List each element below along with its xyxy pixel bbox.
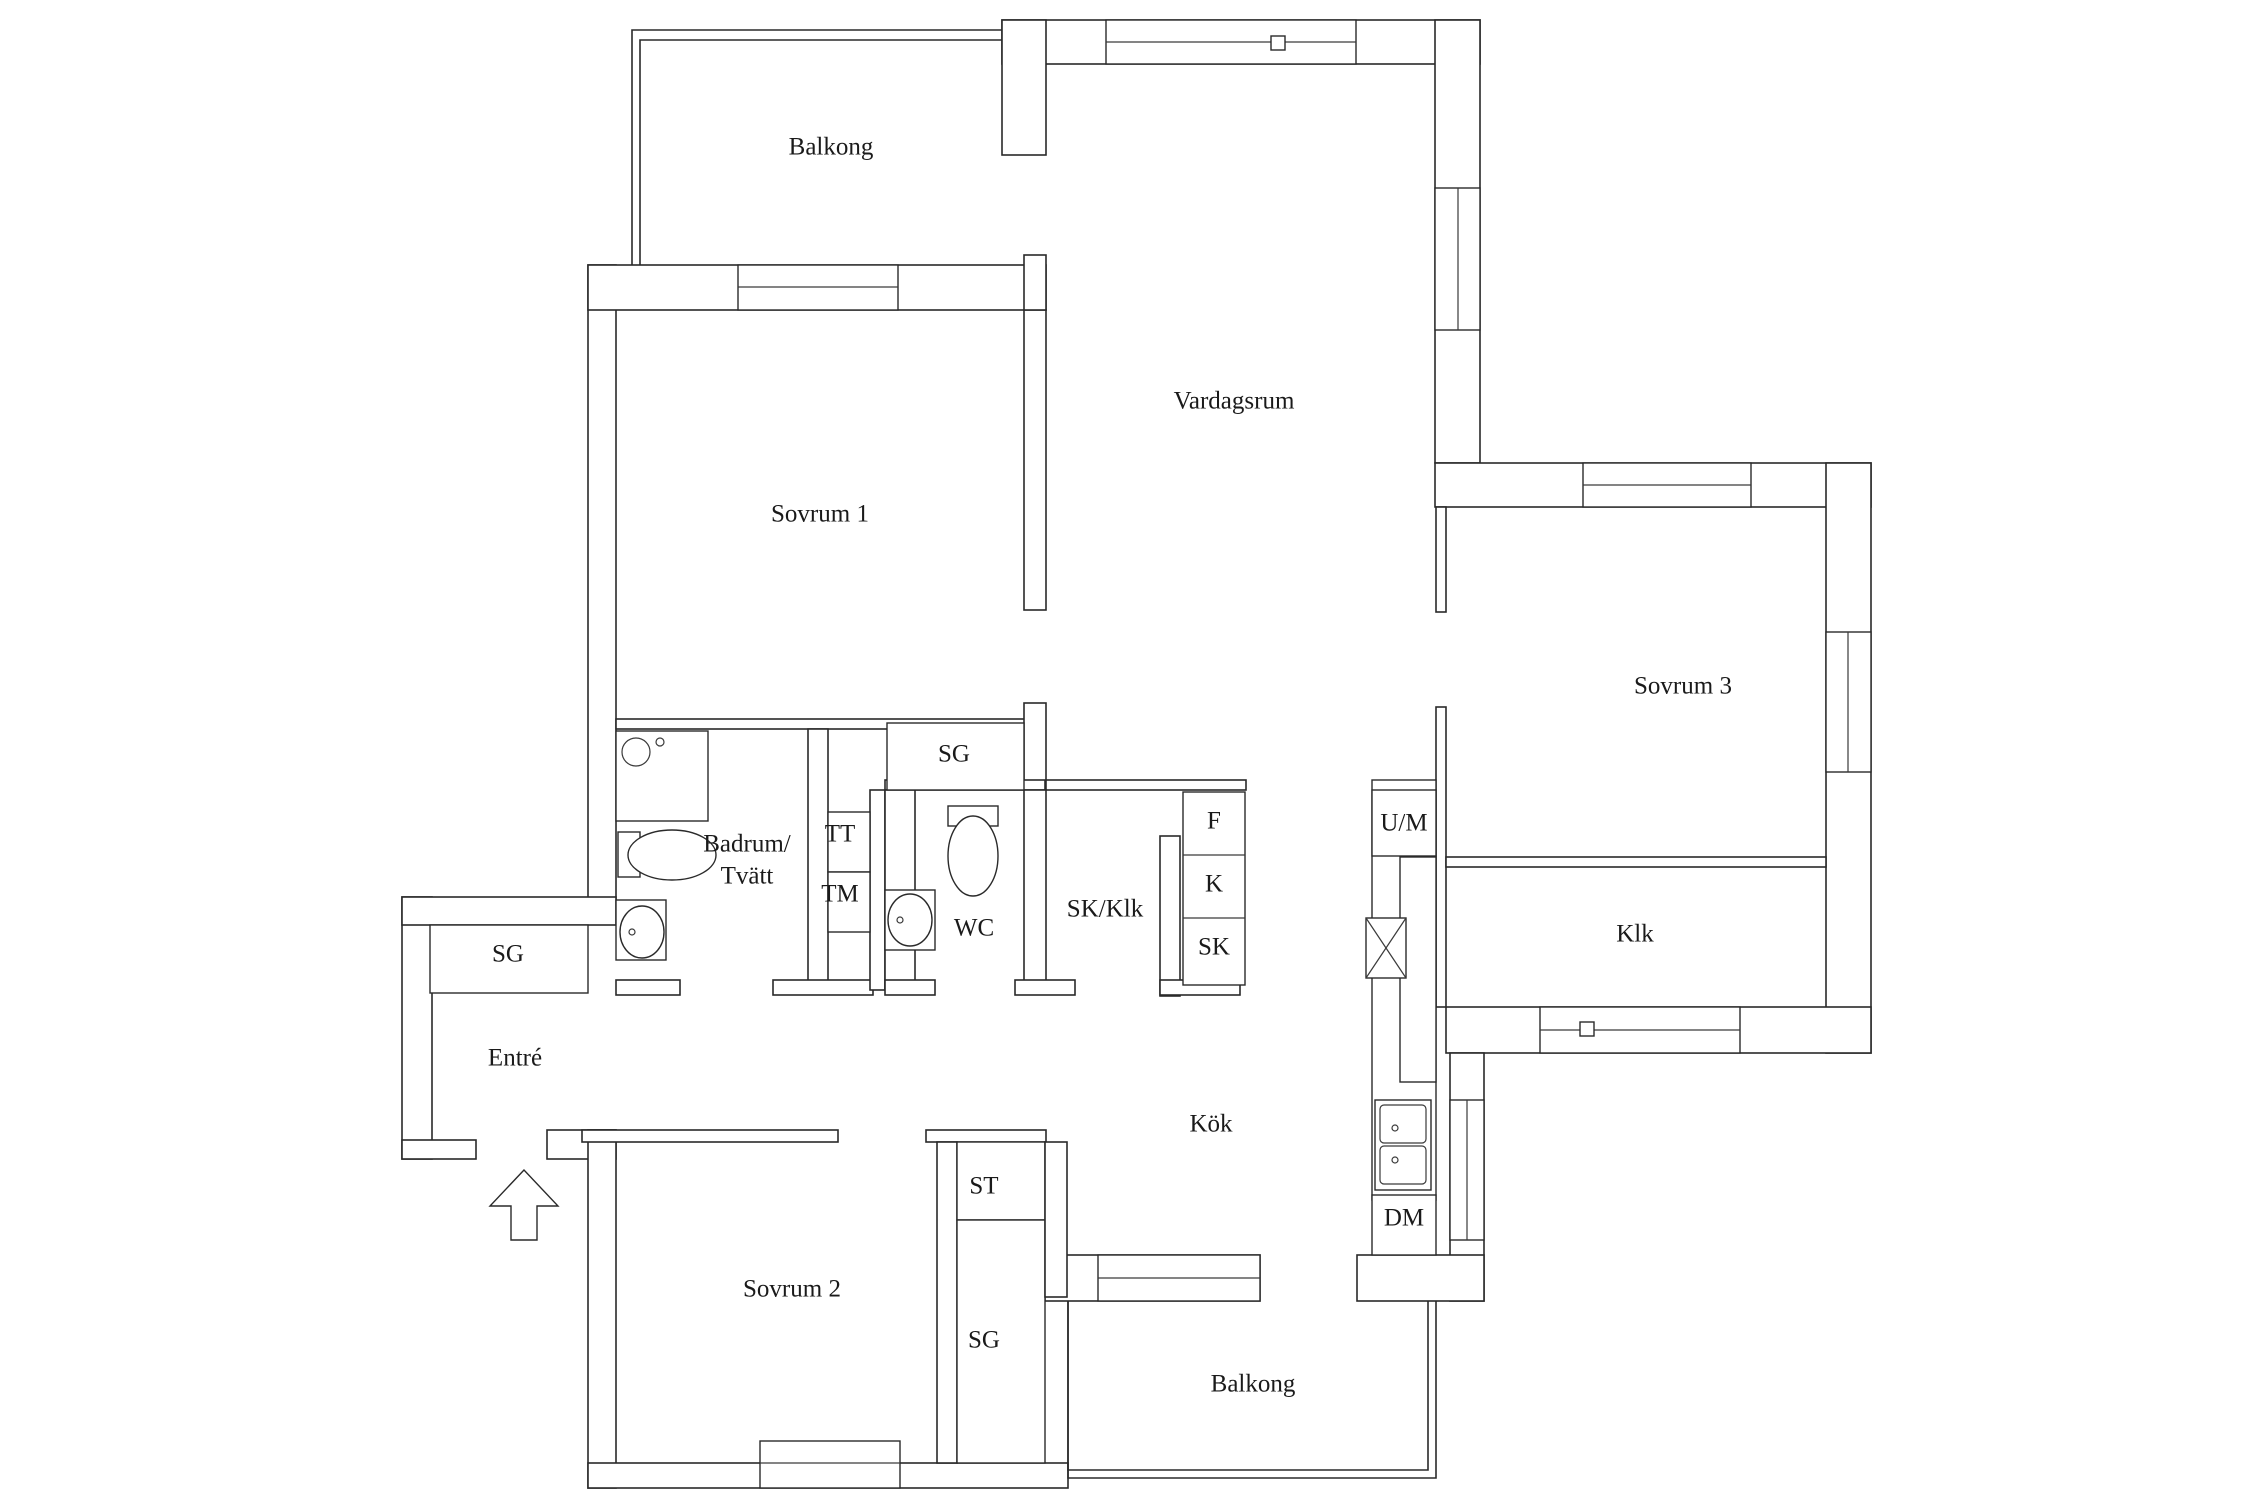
shower-icon [615,730,709,822]
label-sg-entry: SG [492,941,524,968]
label-vardagsrum: Vardagsrum [1174,388,1295,415]
label-f: F [1207,808,1221,835]
fixtures [615,730,1437,1256]
label-klk: Klk [1616,921,1654,948]
label-k: K [1205,871,1223,898]
label-sovrum-1: Sovrum 1 [771,501,869,528]
label-wc: WC [954,915,994,942]
label-kok: Kök [1189,1111,1233,1138]
label-sg-lower: SG [968,1327,1000,1354]
wc-washbasin-icon [884,889,936,951]
wc-toilet-icon [947,805,999,897]
label-st: ST [969,1173,998,1200]
label-sk-klk: SK/Klk [1067,896,1144,923]
label-tt: TT [825,821,856,848]
label-dm: DM [1384,1205,1424,1232]
balcony-top [631,29,1002,265]
toilet-icon [617,829,717,881]
label-badrum-line2: Tvätt [721,863,774,890]
label-sk: SK [1198,934,1230,961]
windows [737,19,1872,1489]
label-sovrum-2: Sovrum 2 [743,1276,841,1303]
label-entre: Entré [488,1045,542,1072]
label-sg-upper: SG [938,741,970,768]
label-um: U/M [1380,810,1427,837]
label-tm: TM [821,881,859,908]
label-badrum-line1: Badrum/ [703,831,791,858]
entrance-arrow-icon [488,1168,560,1241]
sink-icon [1374,1099,1432,1191]
label-balkong-bottom: Balkong [1211,1371,1296,1398]
label-sovrum-3: Sovrum 3 [1634,673,1732,700]
room-labels: Balkong Vardagsrum Sovrum 1 Sovrum 3 SG … [488,134,1732,1398]
label-balkong-top: Balkong [789,134,874,161]
washbasin-icon [615,899,667,961]
kitchen-counter [1365,856,1437,1083]
balcony-bottom [1067,1301,1437,1479]
